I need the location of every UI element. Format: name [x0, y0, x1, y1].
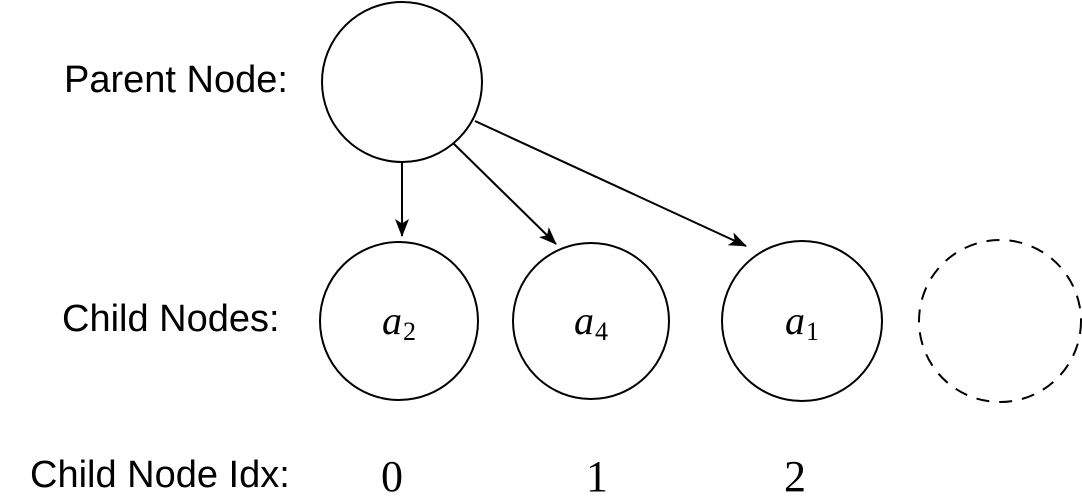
child-node-subscript-1: 4: [595, 317, 608, 346]
child-index-0: 0: [381, 452, 403, 496]
placeholder-node-circle: [918, 239, 1082, 403]
child-node-var-0: a: [382, 298, 402, 343]
child-index-1: 1: [586, 452, 608, 496]
child-node-circle-0: [319, 241, 479, 401]
children-row-label: Child Nodes:: [62, 298, 280, 340]
arrow-parent-to-child-2: [474, 120, 747, 247]
child-node-subscript-2: 1: [806, 317, 819, 346]
child-node-var-1: a: [574, 298, 594, 343]
child-index-2: 2: [784, 452, 806, 496]
child-node-circle-1: [512, 242, 670, 400]
child-node-var-2: a: [785, 298, 805, 343]
child-node-subscript-0: 2: [403, 317, 416, 346]
arrow-parent-to-child-1: [452, 142, 557, 245]
index-row-label: Child Node Idx:: [30, 454, 290, 496]
parent-node-circle: [321, 1, 483, 163]
parent-row-label: Parent Node:: [64, 59, 288, 101]
child-node-circle-2: [721, 240, 883, 402]
